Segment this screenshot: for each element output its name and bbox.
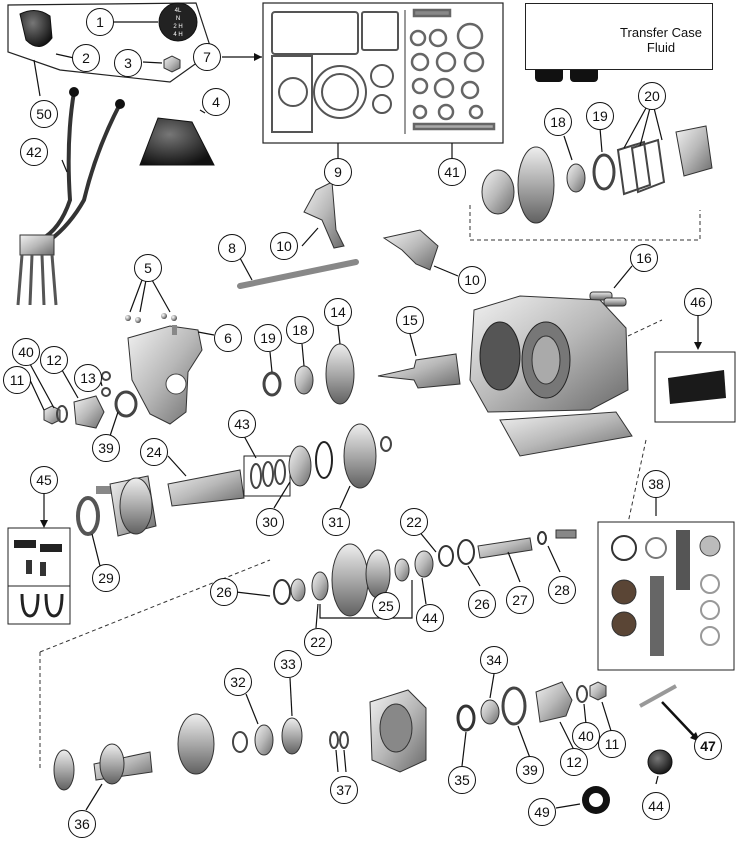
callout-seal-rear[interactable]: 35 — [448, 766, 476, 794]
callout-o-ring[interactable]: 28 — [548, 576, 576, 604]
callout-bearing-cup-mid[interactable]: 19 — [254, 324, 282, 352]
fluid-label: Transfer Case Fluid — [612, 25, 710, 55]
fluid-box: Transfer Case Fluid — [525, 3, 713, 70]
callout-washer-yoke-left[interactable]: 40 — [12, 338, 40, 366]
callout-washer-left[interactable]: 26 — [210, 578, 238, 606]
shift-rail-graphic — [237, 259, 359, 289]
shift-rail-housing-graphic — [127, 325, 203, 425]
callout-shifter-boot[interactable]: 4 — [202, 88, 230, 116]
intermediate-row-graphic — [273, 529, 577, 617]
callout-tool[interactable]: 47 — [694, 732, 722, 760]
middle-gear-row-graphic — [262, 343, 461, 405]
shift-pattern-text-1: 4L — [175, 8, 182, 14]
callout-yoke-nut-left[interactable]: 11 — [3, 366, 31, 394]
shift-lever-graphic — [16, 87, 125, 306]
callout-shift-fork-right[interactable]: 10 — [458, 266, 486, 294]
spider-gear-graphic — [647, 749, 673, 775]
shift-pattern-text-4: 4 H — [173, 32, 182, 38]
callout-front-output-shaft[interactable]: 36 — [68, 810, 96, 838]
fluid-label-line2: Fluid — [646, 40, 676, 55]
shifter-knob-graphic — [19, 10, 53, 47]
callout-shift-rail[interactable]: 8 — [218, 234, 246, 262]
gasket-set-graphic — [271, 11, 399, 133]
callout-bearing-rear[interactable]: 34 — [480, 646, 508, 674]
callout-bearing-cone-upper[interactable]: 18 — [544, 108, 572, 136]
callout-spider-gear[interactable]: 44 — [642, 792, 670, 820]
callout-shift-fork-upper[interactable]: 10 — [270, 232, 298, 260]
output-shaft-row-graphic — [76, 423, 392, 537]
callout-washer-yoke-right[interactable]: 40 — [572, 722, 600, 750]
callout-yoke-left[interactable]: 12 — [40, 346, 68, 374]
callout-washer-right[interactable]: 26 — [468, 590, 496, 618]
bearing-seal-set-graphic — [409, 8, 496, 131]
callout-bearing-seal-kit[interactable]: 41 — [438, 158, 466, 186]
poppet-parts-graphic — [125, 313, 177, 335]
callout-shift-pattern-knob[interactable]: 1 — [86, 8, 114, 36]
shift-pattern-disc — [158, 2, 198, 42]
callout-seal[interactable]: 29 — [92, 564, 120, 592]
rebuild-kit-graphic — [611, 530, 721, 656]
callout-thrust-washer-lower[interactable]: 22 — [304, 628, 332, 656]
callout-bearing-cup-upper[interactable]: 19 — [586, 102, 614, 130]
bottom-row-graphic — [53, 681, 607, 791]
callout-bearing-cup-lower[interactable]: 33 — [274, 650, 302, 678]
pins-graphic — [589, 291, 627, 307]
callout-shifter-knob[interactable]: 2 — [72, 44, 100, 72]
callout-shift-rail-housing[interactable]: 6 — [214, 324, 242, 352]
shifter-boot-graphic — [139, 117, 215, 166]
callout-input-shaft[interactable]: 15 — [396, 306, 424, 334]
callout-u-joint-straps[interactable]: 45 — [30, 466, 58, 494]
callout-gasket-kit[interactable]: 9 — [324, 158, 352, 186]
callout-snap-rings[interactable]: 37 — [330, 776, 358, 804]
callout-pins[interactable]: 16 — [630, 244, 658, 272]
callout-intermediate-gear[interactable]: 25 — [372, 592, 400, 620]
callout-rebuild-kit[interactable]: 38 — [642, 470, 670, 498]
callout-knob-nut[interactable]: 3 — [114, 49, 142, 77]
callout-gear[interactable]: 14 — [324, 298, 352, 326]
callout-mount[interactable]: 46 — [684, 288, 712, 316]
callout-shift-levers[interactable]: 42 — [20, 138, 48, 166]
u-joint-straps-graphic — [14, 540, 64, 618]
callout-washer[interactable]: 13 — [74, 364, 102, 392]
callout-bearing-cone-lower[interactable]: 32 — [224, 668, 252, 696]
shift-fork-graphic-right — [382, 229, 439, 271]
callout-spline-ring[interactable]: 49 — [528, 798, 556, 826]
callout-bearing[interactable]: 30 — [256, 508, 284, 536]
callout-poppet-balls-springs[interactable]: 5 — [134, 254, 162, 282]
left-yoke-graphic — [43, 371, 138, 429]
tool-graphic — [639, 684, 700, 742]
callout-yoke-nut-right[interactable]: 11 — [598, 730, 626, 758]
shift-pattern-text-2: N — [176, 16, 180, 22]
shifter-knob-box — [7, 2, 213, 83]
callout-shift-knob-assembly[interactable]: 50 — [30, 100, 58, 128]
callout-output-shaft[interactable]: 24 — [140, 438, 168, 466]
callout-output-gear[interactable]: 31 — [322, 508, 350, 536]
knob-nut-graphic — [163, 55, 181, 73]
mount-graphic — [668, 370, 726, 404]
callout-thrust-washer-upper[interactable]: 22 — [400, 508, 428, 536]
spline-ring-graphic — [582, 786, 610, 814]
shift-fork-graphic-upper — [303, 181, 345, 249]
callout-gasket-kit-pointer[interactable]: 7 — [193, 43, 221, 71]
callout-yoke-right[interactable]: 12 — [560, 748, 588, 776]
upper-gear-set-graphic — [481, 125, 713, 224]
callout-needle-bearing[interactable]: 44 — [416, 604, 444, 632]
callout-bearing-cone-mid[interactable]: 18 — [286, 316, 314, 344]
transfer-case-housing-graphic — [469, 295, 633, 457]
fluid-label-line1: Transfer Case — [620, 25, 702, 40]
callout-seal-yoke-left[interactable]: 39 — [92, 434, 120, 462]
callout-seal-yoke-right[interactable]: 39 — [516, 756, 544, 784]
callout-shims-cover[interactable]: 20 — [638, 82, 666, 110]
shift-pattern-text-3: 2 H — [173, 24, 182, 30]
callout-spacer-rings[interactable]: 43 — [228, 410, 256, 438]
callout-intermediate-shaft[interactable]: 27 — [506, 586, 534, 614]
